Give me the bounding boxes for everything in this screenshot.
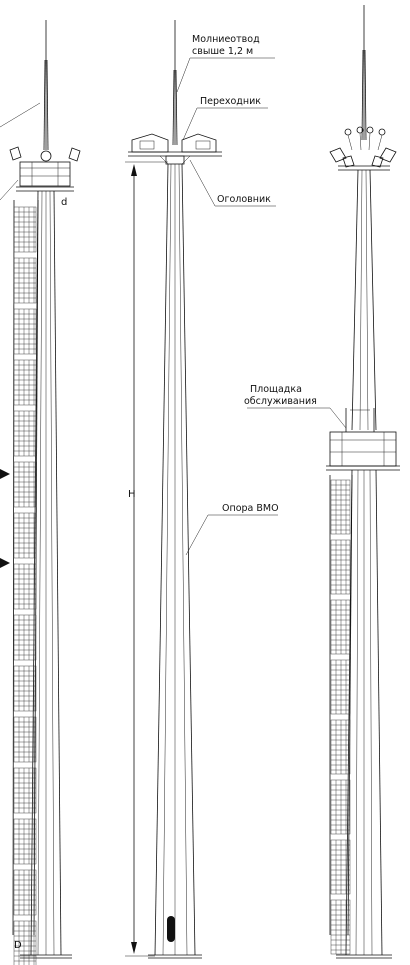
height-label: H — [128, 489, 136, 500]
service-platform-label-line2: обслуживания — [244, 396, 317, 407]
service-platform-label-line1: Площадка — [250, 384, 302, 395]
top-diameter-label: d — [61, 197, 67, 208]
mast-label: Опора ВМО — [222, 503, 279, 514]
lightning-rod-label-line1: Молниеотвод — [192, 34, 260, 45]
middle-mast — [125, 20, 278, 959]
right-mast — [247, 5, 400, 959]
headpiece-label: Оголовник — [217, 194, 271, 205]
left-mast — [0, 20, 81, 965]
adapter-label: Переходник — [200, 96, 261, 107]
lightning-rod-label-line2: свыше 1,2 м — [192, 46, 253, 57]
base-diameter-label: D — [14, 940, 22, 951]
